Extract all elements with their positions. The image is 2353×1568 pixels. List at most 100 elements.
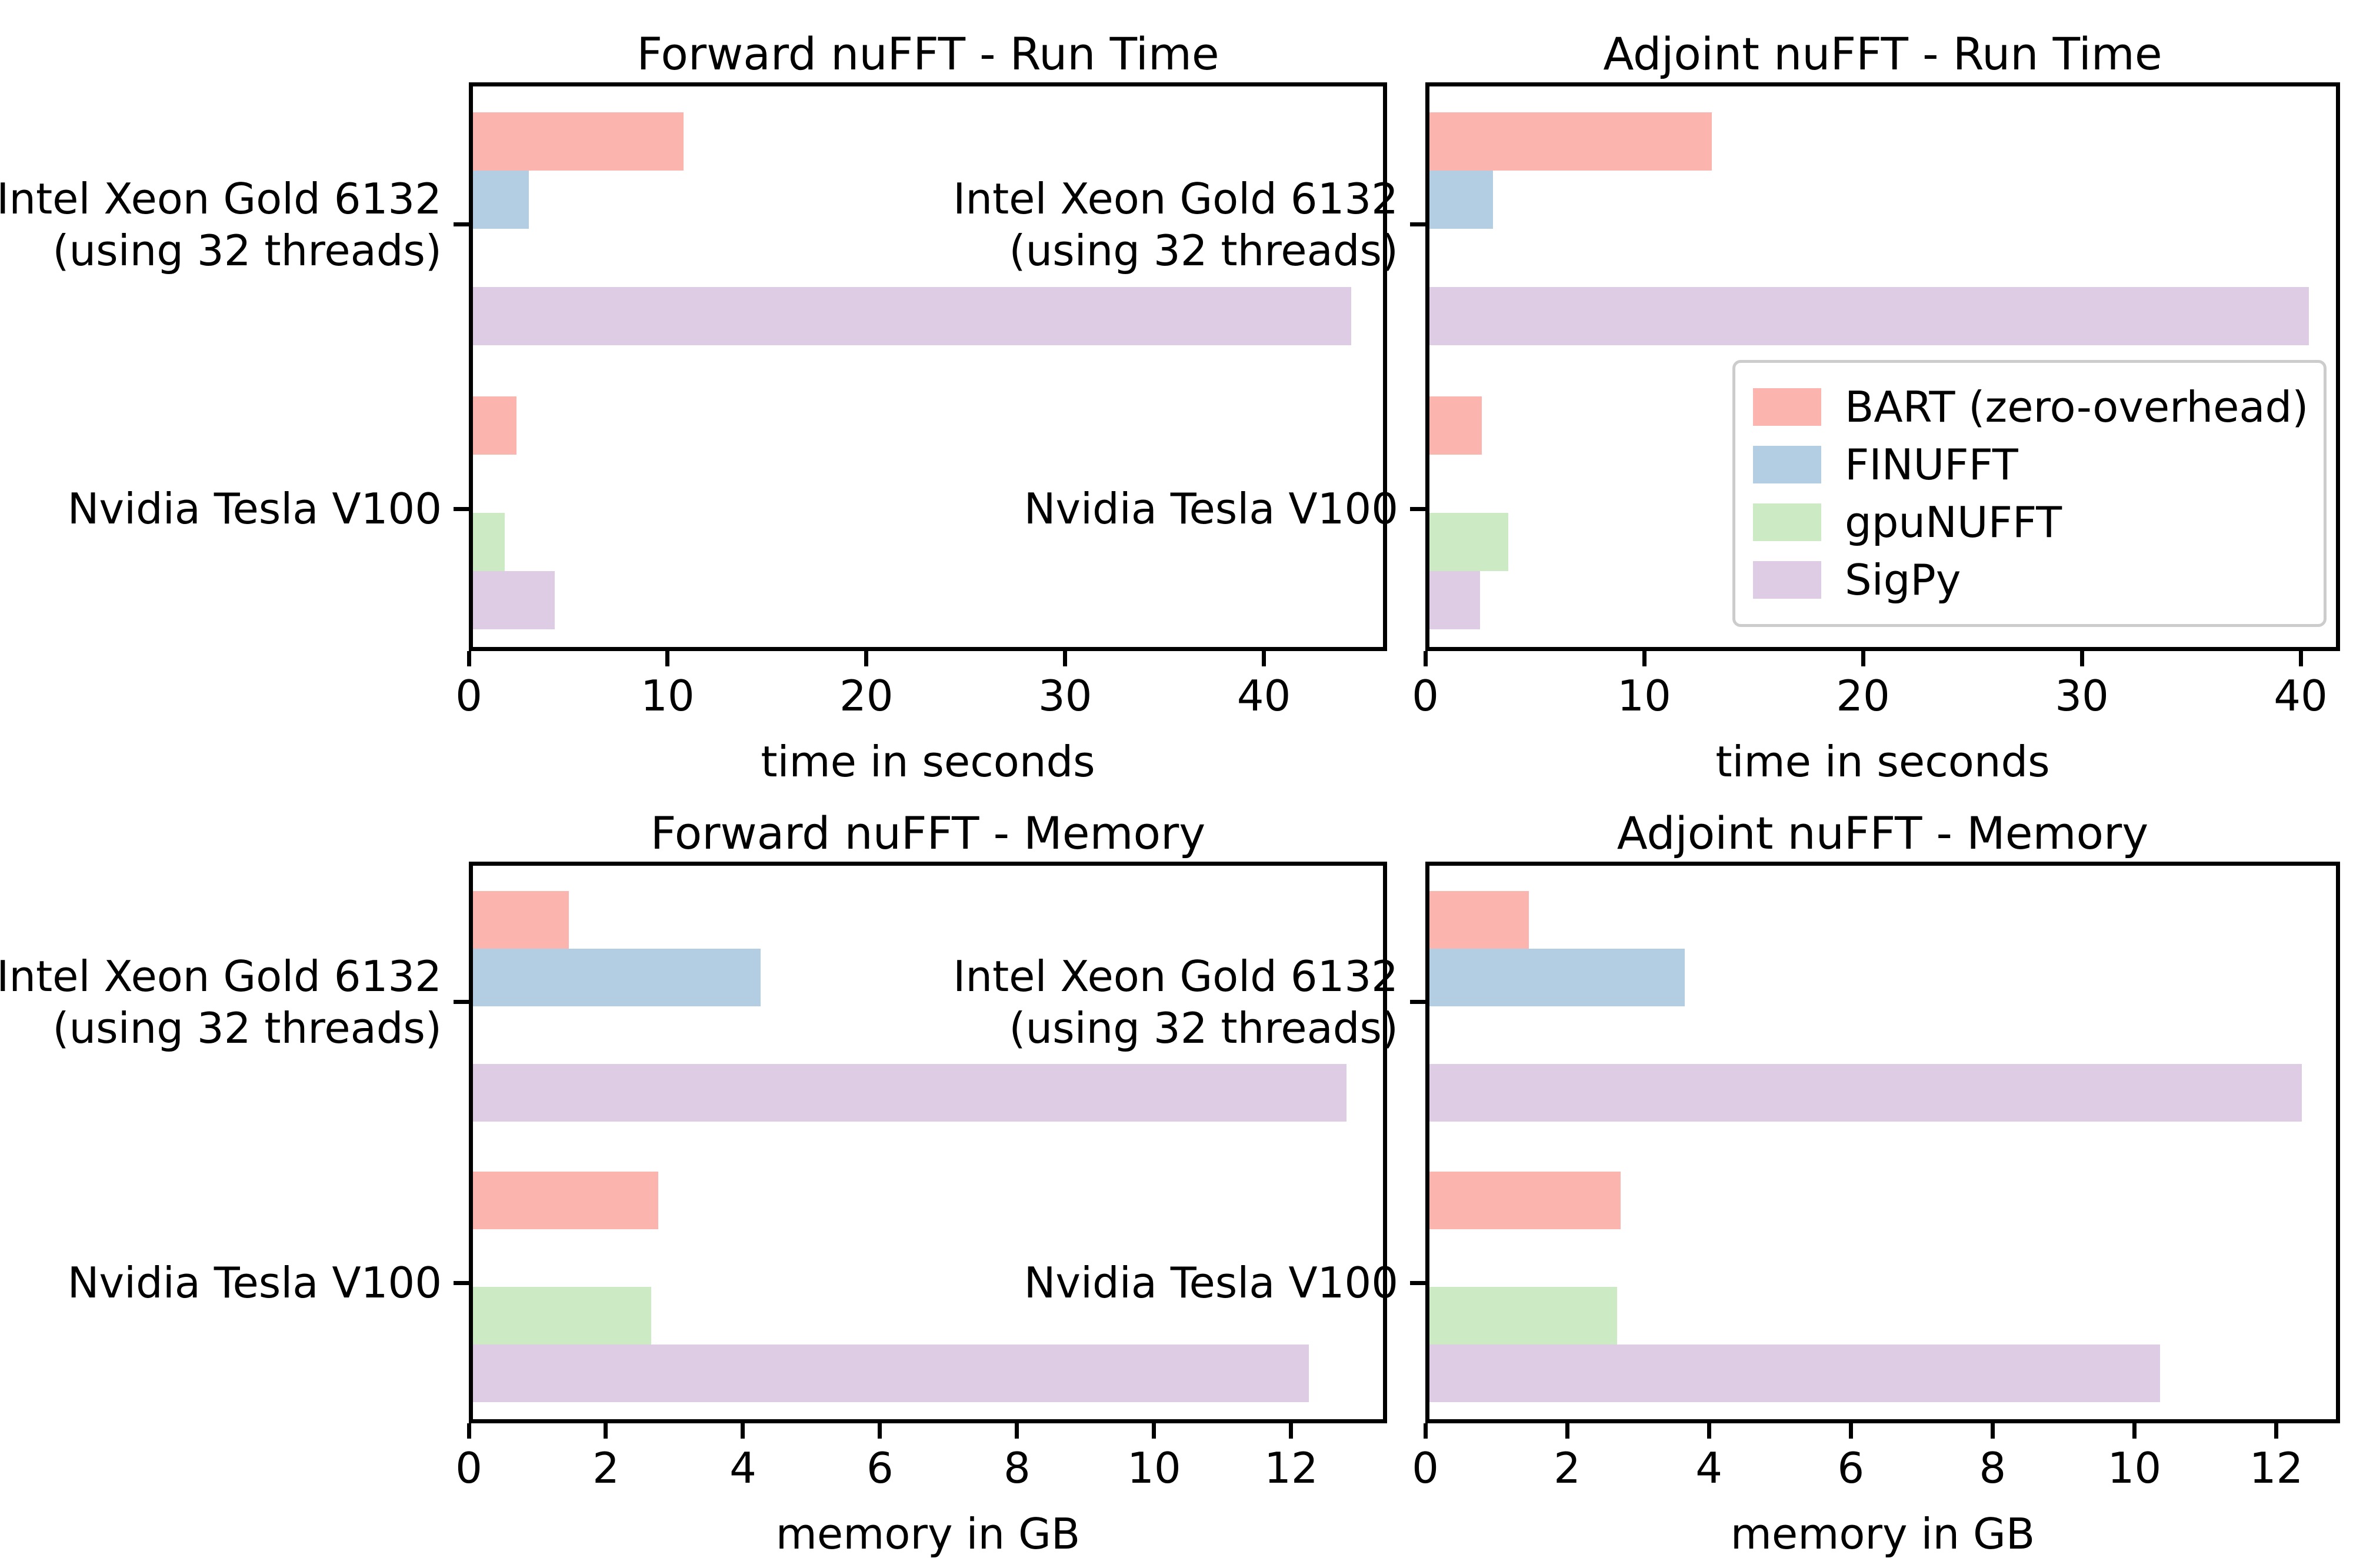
y-tick-mark — [454, 1000, 469, 1005]
y-tick-label: Intel Xeon Gold 6132 (using 32 threads) — [0, 174, 442, 275]
legend-swatch-sigpy — [1753, 561, 1821, 599]
legend-item-bart: BART (zero-overhead) — [1753, 378, 2308, 436]
subplot-forward-memory: Forward nuFFT - Memory 0 2 4 6 8 10 12 memory … — [0, 808, 1387, 1559]
legend-swatch-gpunufft — [1753, 503, 1821, 541]
x-tick-label: 10 — [1127, 1443, 1181, 1493]
x-tick-label: 20 — [1836, 671, 1890, 720]
y-tick-mark — [454, 1280, 469, 1285]
bar-sigpy-cpu — [1429, 286, 2309, 345]
x-axis-label-adjoint-runtime: time in seconds — [1715, 737, 2050, 786]
legend-swatch-bart — [1753, 388, 1821, 426]
x-tick-mark — [1990, 1423, 1995, 1439]
legend-swatch-finufft — [1753, 446, 1821, 483]
bar-finufft-cpu — [473, 948, 761, 1006]
x-tick-label: 2 — [1554, 1443, 1581, 1493]
y-tick-mark — [1410, 1280, 1425, 1285]
x-tick-mark — [1289, 1423, 1294, 1439]
bar-bart-zero-overhead-cpu — [1429, 890, 1529, 949]
x-tick-label: 10 — [641, 671, 695, 720]
plot-title-forward-runtime: Forward nuFFT - Run Time — [636, 28, 1219, 80]
x-tick-label: 4 — [1695, 1443, 1723, 1493]
legend-item-finufft: FINUFFT — [1753, 436, 2304, 493]
plot-title-adjoint-memory: Adjoint nuFFT - Memory — [1617, 807, 2149, 859]
bar-bart-zero-overhead-cpu — [1429, 112, 1712, 171]
x-tick-label: 12 — [2249, 1443, 2304, 1493]
bar-bart-zero-overhead-cpu — [473, 890, 569, 949]
x-tick-mark — [1152, 1423, 1156, 1439]
x-tick-mark — [466, 651, 471, 666]
x-tick-label: 2 — [592, 1443, 619, 1493]
x-tick-mark — [466, 1423, 471, 1439]
y-tick-label: Nvidia Tesla V100 — [1024, 484, 1398, 534]
bar-gpunufft-gpu — [1429, 513, 1508, 572]
y-tick-label: Nvidia Tesla V100 — [67, 1258, 442, 1308]
x-tick-label: 6 — [866, 1443, 894, 1493]
y-tick-label: Nvidia Tesla V100 — [1024, 1258, 1398, 1308]
x-tick-mark — [878, 1423, 882, 1439]
plot-title-forward-memory: Forward nuFFT - Memory — [650, 807, 1206, 859]
bar-gpunufft-gpu — [1429, 1287, 1618, 1345]
x-tick-label: 40 — [1237, 671, 1291, 720]
x-tick-mark — [1423, 651, 1428, 666]
x-axis-label-forward-runtime: time in seconds — [761, 737, 1095, 786]
y-tick-mark — [454, 506, 469, 511]
x-tick-mark — [604, 1423, 608, 1439]
x-tick-mark — [2298, 651, 2303, 666]
legend-item-sigpy: SigPy — [1753, 551, 2304, 609]
x-tick-label: 10 — [2107, 1443, 2162, 1493]
x-axis-label-forward-memory: memory in GB — [775, 1509, 1081, 1559]
bar-gpunufft-gpu — [473, 1287, 651, 1345]
x-tick-mark — [1423, 1423, 1428, 1439]
x-tick-label: 0 — [1412, 671, 1439, 720]
bar-sigpy-gpu — [1429, 571, 1480, 630]
x-axis-label-adjoint-memory: memory in GB — [1730, 1509, 2035, 1559]
bar-sigpy-cpu — [473, 1063, 1347, 1122]
bar-sigpy-gpu — [473, 571, 555, 630]
y-tick-label: Intel Xeon Gold 6132 (using 32 threads) — [0, 951, 442, 1053]
x-tick-mark — [1015, 1423, 1019, 1439]
x-tick-mark — [1707, 1423, 1711, 1439]
bar-finufft-cpu — [1429, 948, 1685, 1006]
bar-gpunufft-gpu — [473, 513, 505, 572]
bar-bart-zero-overhead-gpu — [1429, 1172, 1621, 1230]
legend-label-gpunufft: gpuNUFFT — [1845, 498, 2062, 547]
x-tick-mark — [1642, 651, 1647, 666]
bar-finufft-cpu — [1429, 170, 1493, 229]
bar-bart-zero-overhead-cpu — [473, 112, 684, 171]
x-tick-mark — [741, 1423, 745, 1439]
x-tick-label: 20 — [839, 671, 894, 720]
bar-sigpy-gpu — [473, 1345, 1309, 1402]
plot-area-forward-memory — [469, 862, 1387, 1423]
x-tick-label: 30 — [2055, 671, 2109, 720]
legend: BART (zero-overhead) FINUFFT gpuNUFFT Si… — [1732, 360, 2327, 627]
y-tick-mark — [1410, 222, 1425, 227]
y-tick-label: Intel Xeon Gold 6132 (using 32 threads) — [953, 174, 1398, 275]
plot-title-adjoint-runtime: Adjoint nuFFT - Run Time — [1603, 28, 2162, 80]
y-tick-mark — [454, 222, 469, 227]
plot-area-adjoint-memory — [1425, 862, 2340, 1423]
x-tick-label: 12 — [1264, 1443, 1318, 1493]
x-tick-label: 4 — [729, 1443, 756, 1493]
x-tick-mark — [2274, 1423, 2278, 1439]
legend-label-sigpy: SigPy — [1845, 555, 1961, 605]
x-tick-label: 8 — [1004, 1443, 1031, 1493]
x-tick-label: 40 — [2274, 671, 2328, 720]
bar-bart-zero-overhead-gpu — [1429, 396, 1482, 455]
x-tick-mark — [1262, 651, 1266, 666]
bar-bart-zero-overhead-gpu — [473, 1172, 658, 1230]
x-tick-mark — [864, 651, 869, 666]
x-tick-mark — [2132, 1423, 2137, 1439]
x-tick-mark — [1063, 651, 1068, 666]
bar-finufft-cpu — [473, 170, 529, 229]
x-tick-mark — [665, 651, 670, 666]
legend-item-gpunufft: gpuNUFFT — [1753, 493, 2304, 551]
legend-label-finufft: FINUFFT — [1845, 440, 2018, 489]
bar-sigpy-gpu — [1429, 1345, 2160, 1402]
x-tick-label: 0 — [455, 1443, 482, 1493]
y-tick-label: Intel Xeon Gold 6132 (using 32 threads) — [953, 951, 1398, 1053]
y-tick-mark — [1410, 506, 1425, 511]
